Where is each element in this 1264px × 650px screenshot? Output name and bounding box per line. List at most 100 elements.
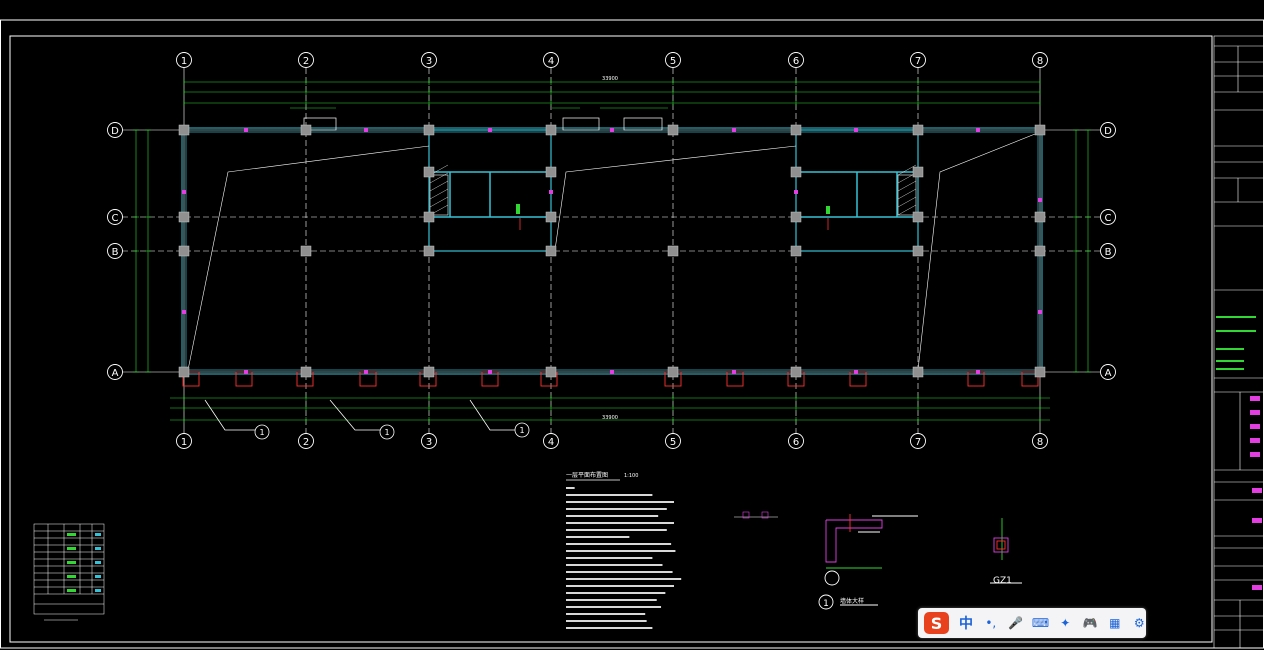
section-mark-2: 1 <box>384 428 389 437</box>
column <box>912 124 924 136</box>
axis-bubble-A <box>1100 364 1116 380</box>
axis-bubble-A <box>107 364 123 380</box>
axis-label-5: 5 <box>670 56 676 67</box>
column <box>912 166 924 178</box>
column <box>545 211 557 223</box>
axis-bubble-5 <box>665 52 681 68</box>
pilaster-mark <box>1038 198 1042 202</box>
axis-label-D: D <box>1104 126 1112 137</box>
window-top-1 <box>562 117 600 131</box>
axis-bubble-6 <box>788 433 804 449</box>
column <box>178 211 190 223</box>
axis-bubble-D <box>1100 122 1116 138</box>
column <box>790 245 802 257</box>
keyboard-icon[interactable]: ⌨ <box>1031 616 1050 630</box>
pilaster-mark <box>244 370 248 374</box>
skin-icon[interactable]: ✦ <box>1060 616 1071 630</box>
pilaster-mark <box>549 190 553 194</box>
column <box>178 245 190 257</box>
axis-label-3: 3 <box>426 56 432 67</box>
detail-caption: 墙体大样 <box>840 597 864 605</box>
ime-lang-toggle[interactable]: 中 <box>959 616 974 632</box>
axis-label-4: 4 <box>548 56 554 67</box>
column <box>790 124 802 136</box>
settings-icon[interactable]: ⚙ <box>1133 616 1145 630</box>
column <box>790 211 802 223</box>
column <box>790 366 802 378</box>
section-mark-3: 1 <box>519 426 524 435</box>
axis-bubble-5 <box>665 433 681 449</box>
window-top-2 <box>623 117 663 131</box>
pilaster-mark <box>488 370 492 374</box>
axis-label-3: 3 <box>426 437 432 448</box>
pilaster-mark <box>488 128 492 132</box>
window-top-0 <box>303 117 337 131</box>
axis-bubble-8 <box>1032 433 1048 449</box>
axis-bubble-1 <box>176 433 192 449</box>
axis-label-8: 8 <box>1037 437 1043 448</box>
column <box>545 245 557 257</box>
shaft-hatch <box>897 164 917 176</box>
note-line <box>566 515 659 517</box>
axis-label-6: 6 <box>793 56 799 67</box>
column <box>1034 211 1046 223</box>
pilaster-mark <box>976 128 980 132</box>
note-line <box>566 543 672 545</box>
punct-icon[interactable]: •, <box>985 616 997 630</box>
overall-dimension-top: 33900 <box>602 76 618 82</box>
column <box>300 366 312 378</box>
column <box>423 124 435 136</box>
gz1-label: GZ1 <box>993 576 1012 586</box>
axis-label-8: 8 <box>1037 56 1043 67</box>
shaft-hatch <box>897 196 917 208</box>
note-line <box>566 592 666 594</box>
wall-detail <box>818 514 918 610</box>
note-line <box>566 529 667 531</box>
note-line <box>566 578 682 580</box>
column <box>912 366 924 378</box>
note-line <box>566 606 662 608</box>
legend-swatches <box>67 533 101 592</box>
column <box>912 245 924 257</box>
axis-label-A: A <box>112 368 119 379</box>
axis-label-7: 7 <box>915 437 921 448</box>
gz1-detail <box>990 518 1022 584</box>
axis-label-C: C <box>112 213 119 224</box>
axis-label-1: 1 <box>181 56 187 67</box>
shaft-1 <box>897 174 917 216</box>
game-icon[interactable]: 🎮 <box>1082 616 1098 630</box>
axis-label-1: 1 <box>181 437 187 448</box>
axis-label-A: A <box>1105 368 1112 379</box>
pilaster-mark <box>182 310 186 314</box>
ime-toolbar[interactable]: S 中 •, 🎤 ⌨ ✦ 🎮 ▦ ⚙ <box>918 608 1146 638</box>
pilaster-mark <box>854 128 858 132</box>
column <box>423 166 435 178</box>
column <box>667 124 679 136</box>
column <box>667 366 679 378</box>
pilaster-mark <box>1038 310 1042 314</box>
axis-label-7: 7 <box>915 56 921 67</box>
pilaster-mark <box>364 370 368 374</box>
pilaster-mark <box>610 370 614 374</box>
column <box>790 166 802 178</box>
grid-lines <box>122 68 1100 433</box>
axis-bubble-B <box>1100 243 1116 259</box>
pilaster-mark <box>732 370 736 374</box>
axis-label-6: 6 <box>793 437 799 448</box>
mic-icon[interactable]: 🎤 <box>1008 616 1024 630</box>
column <box>178 366 190 378</box>
axis-bubble-2 <box>298 433 314 449</box>
ime-logo-icon[interactable]: S <box>924 612 950 634</box>
column <box>423 366 435 378</box>
pilaster-mark <box>794 190 798 194</box>
axis-bubble-6 <box>788 52 804 68</box>
note-line <box>566 494 653 496</box>
column <box>545 366 557 378</box>
note-line <box>566 536 630 538</box>
notes-scale: 1:100 <box>624 473 638 479</box>
notes-title: 一层平面布置图 <box>566 471 608 479</box>
axis-label-B: B <box>1105 247 1112 258</box>
grid-icon[interactable]: ▦ <box>1109 616 1121 630</box>
